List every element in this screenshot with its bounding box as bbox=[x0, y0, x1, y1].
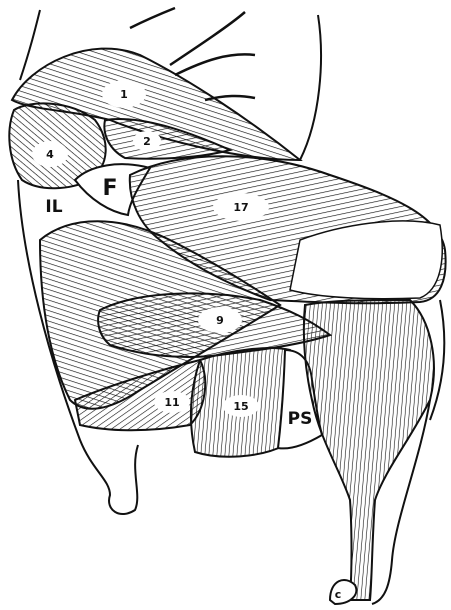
label-15: 15 bbox=[233, 400, 248, 413]
label-il: IL bbox=[45, 197, 62, 217]
label-17: 17 bbox=[233, 201, 248, 214]
label-11: 11 bbox=[164, 396, 179, 409]
label-2: 2 bbox=[143, 135, 151, 148]
label-c: c bbox=[335, 588, 342, 601]
label-f: F bbox=[102, 176, 117, 201]
label-4: 4 bbox=[46, 148, 54, 161]
label-ps: PS bbox=[288, 409, 313, 429]
leg-muscles bbox=[304, 300, 434, 600]
label-9: 9 bbox=[216, 314, 224, 327]
label-1: 1 bbox=[120, 88, 128, 101]
